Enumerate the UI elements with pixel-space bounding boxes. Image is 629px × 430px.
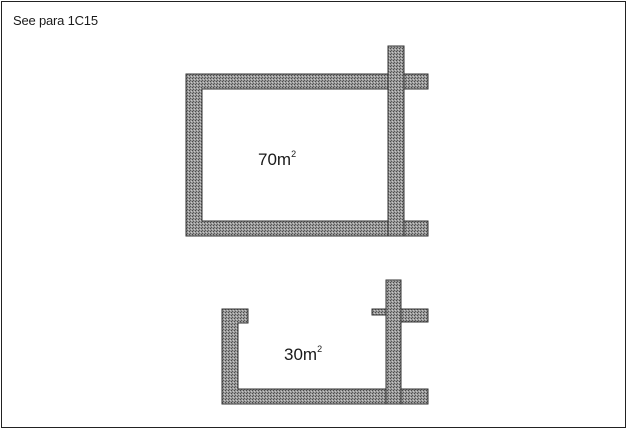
room-small-area-label: 30m2 [284, 344, 322, 364]
room-small: 30m2 [221, 279, 429, 405]
room-large-partition-wall [387, 45, 405, 237]
room-small-wall [221, 308, 429, 405]
room-large: 70m2 [185, 45, 429, 237]
reference-note: See para 1C15 [13, 13, 98, 28]
room-large-area-label: 70m2 [258, 149, 296, 169]
room-small-partition-wall [385, 279, 402, 405]
